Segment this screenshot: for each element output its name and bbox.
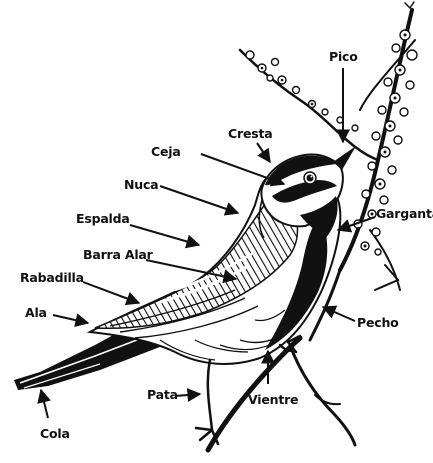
label-ceja: Ceja [151,146,181,159]
label-barra-alar: Barra Alar [83,249,153,262]
label-nuca: Nuca [124,179,158,192]
pecho-arrow [323,307,355,321]
label-rabadilla: Rabadilla [20,272,84,285]
ala-arrow [53,315,88,323]
ceja-arrow [201,154,284,184]
cresta-arrow [257,143,270,162]
label-pata: Pata [147,389,178,402]
rabadilla-arrow [83,282,139,303]
label-pico: Pico [329,51,358,64]
label-ala: Ala [25,307,47,320]
cola-arrow [41,390,48,418]
espalda-arrow [130,225,199,245]
label-garganta: Garganta [376,208,433,221]
label-espalda: Espalda [76,213,130,226]
label-pecho: Pecho [357,317,399,330]
label-vientre: Vientre [248,394,298,407]
pata-arrow [175,394,200,396]
label-cresta: Cresta [228,128,272,141]
label-cola: Cola [40,428,70,441]
nuca-arrow [160,186,238,213]
